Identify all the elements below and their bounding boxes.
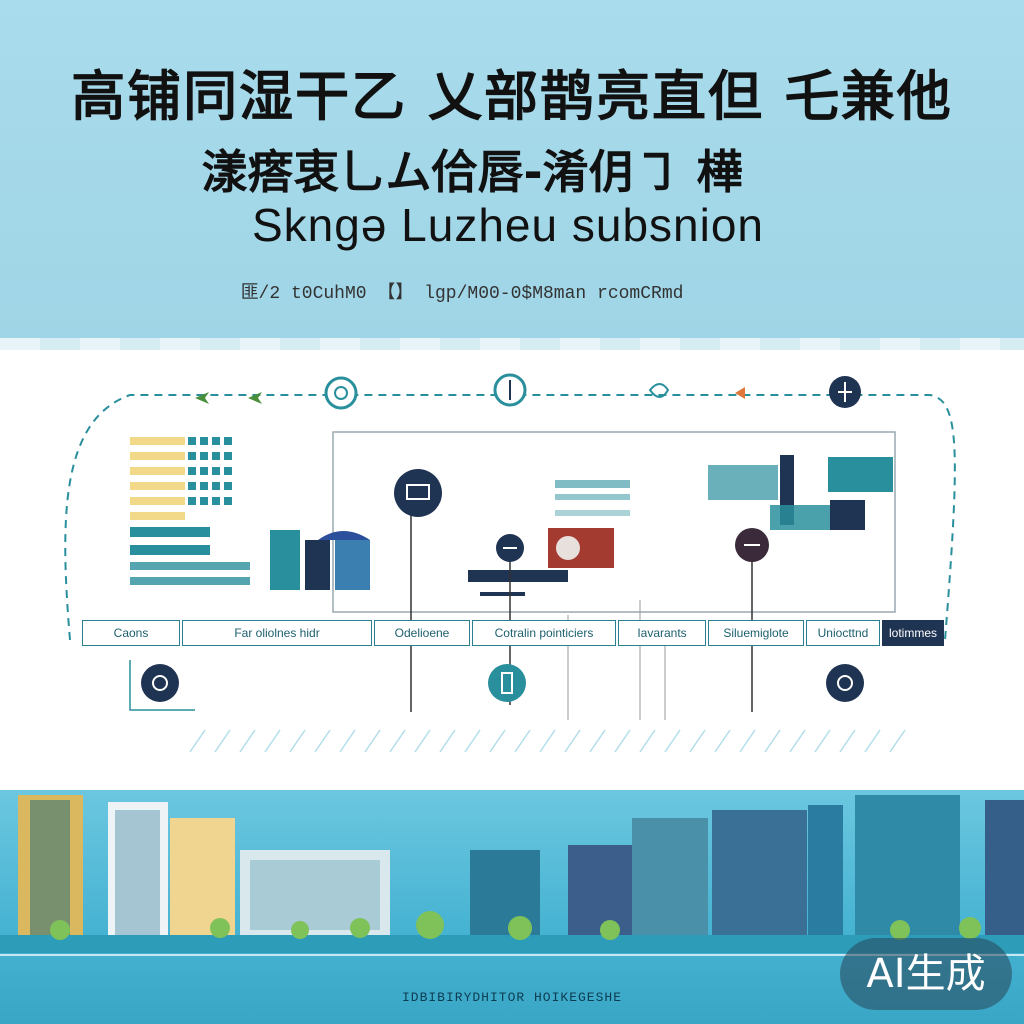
leaf-icon xyxy=(648,383,670,398)
title-line-3: Skngə Luzheu subsnion xyxy=(251,199,765,251)
building-cluster-right xyxy=(708,455,893,530)
header-banner xyxy=(0,0,1024,338)
arrow-icon xyxy=(195,392,209,404)
timeline-box: Siluemiglote xyxy=(708,620,804,646)
timeline-box-highlight: lotimmes xyxy=(882,620,944,646)
arrow-icon xyxy=(735,387,745,399)
title-line-1: 高铺同湿干乙 乂部鹊亮直但 乇兼他 xyxy=(71,65,953,128)
footer-caption: IDBIBIRYDHITOR HOIKEGESHE xyxy=(401,990,623,1005)
node-icon xyxy=(141,664,179,702)
timeline-dashed-path xyxy=(64,394,956,641)
building-cluster-left xyxy=(270,530,370,590)
node-icon xyxy=(826,664,864,702)
node-icon xyxy=(493,373,527,407)
node-icon xyxy=(324,376,358,410)
hatch-decoration xyxy=(189,729,906,753)
dot-grid xyxy=(188,437,232,505)
data-grid-left xyxy=(130,437,250,585)
timeline-box: Far oliolnes hidr xyxy=(182,620,372,646)
subtitle: 匪/2 t0CuhM0 【】 lgp/M00-0$M8man rcomCRmd xyxy=(240,284,684,304)
pin-icon xyxy=(394,469,442,517)
ai-generated-badge: AI生成 xyxy=(840,938,1012,1010)
timeline-box: Caons xyxy=(82,620,180,646)
divider-stripe xyxy=(0,338,1024,350)
timeline-box: Iavarants xyxy=(618,620,706,646)
timeline-box: Odelioene xyxy=(374,620,470,646)
arrow-icon xyxy=(248,392,262,404)
node-icon xyxy=(488,664,526,702)
timeline-box: Cotralin pointiciers xyxy=(472,620,616,646)
timeline-box: Uniocttnd xyxy=(806,620,880,646)
node-icon xyxy=(829,376,861,408)
title-line-2: 漾瘩衷乚ム佮唇-淆仴㇆ 樺 xyxy=(201,145,743,199)
center-panel xyxy=(468,480,630,610)
info-frame xyxy=(332,431,896,613)
